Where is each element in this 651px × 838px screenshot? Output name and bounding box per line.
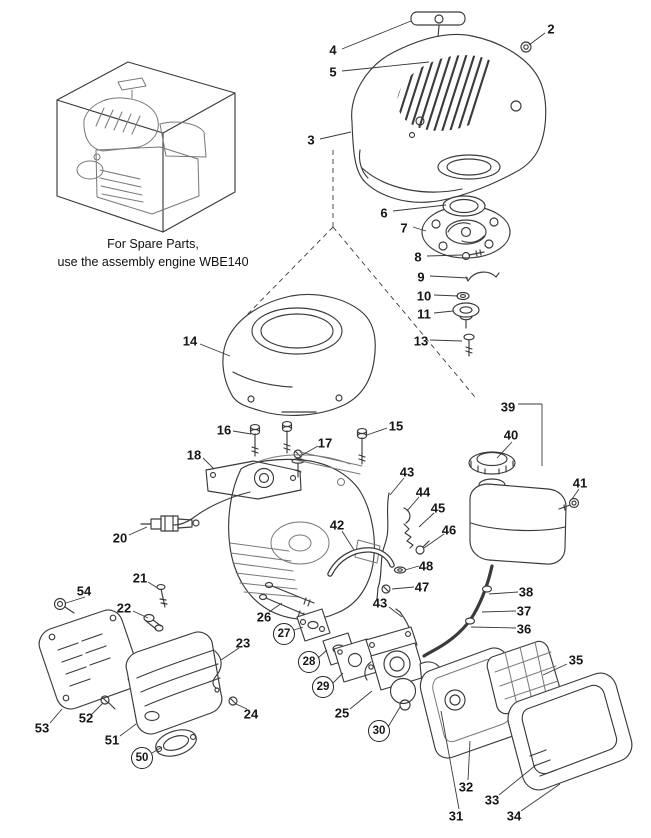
engine-block (228, 451, 381, 620)
note-line-1: For Spare Parts, (107, 237, 199, 251)
ignition-coil-bracket (173, 460, 302, 526)
engine-cover (351, 33, 547, 203)
fuel-tank (468, 451, 580, 565)
throttle-linkage (327, 492, 430, 637)
mounting-bolts (249, 421, 368, 478)
carburetor (364, 626, 426, 711)
spare-parts-note: For Spare Parts, use the assembly engine… (22, 236, 284, 271)
note-line-2: use the assembly engine WBE140 (57, 254, 249, 269)
boxed-engine-illustration (56, 61, 236, 233)
air-cleaner (419, 640, 633, 791)
muffler-group (38, 584, 238, 757)
exhaust-parts (258, 581, 378, 683)
blower-housing (222, 293, 376, 416)
starter-hardware (452, 249, 500, 357)
cover-screw (520, 41, 532, 53)
leader-lines (49, 20, 580, 812)
spark-plug (140, 515, 200, 532)
recoil-starter (421, 195, 511, 259)
fuel-line (422, 564, 494, 658)
projection-lines (240, 150, 476, 398)
